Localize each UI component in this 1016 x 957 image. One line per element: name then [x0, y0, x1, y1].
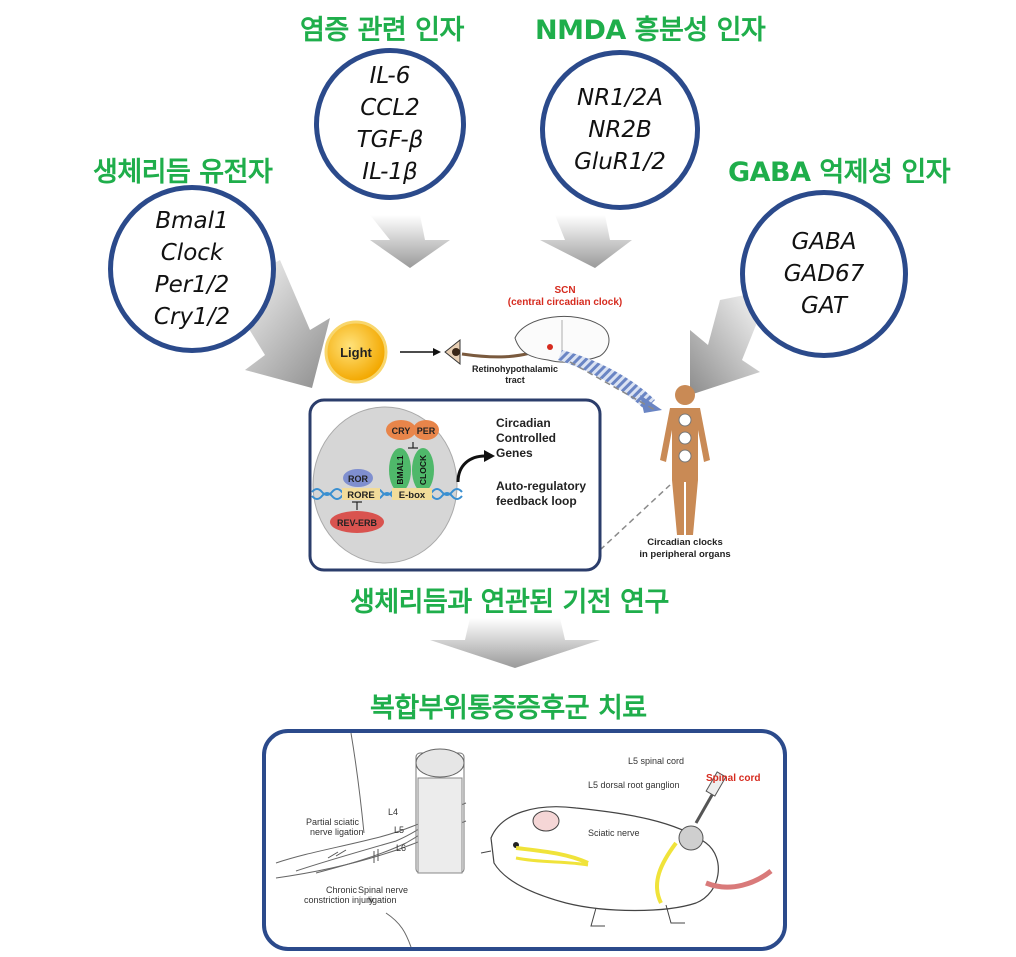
chronic-line1: Chronic: [326, 885, 358, 895]
spinal-cord-label: Spinal cord: [706, 773, 760, 784]
l5-label: L5: [394, 825, 404, 835]
per-label: PER: [417, 426, 436, 436]
arrow-nmda: [540, 215, 632, 268]
animal-model-figure: Partial sciatic nerve ligation Chronic c…: [275, 733, 773, 947]
treatment-model-box: Partial sciatic nerve ligation Chronic c…: [262, 729, 787, 951]
light-label: Light: [340, 345, 372, 360]
partial-ligation-line1: Partial sciatic: [306, 817, 360, 827]
circadian-gene: Clock: [160, 240, 224, 266]
circle-circadian-genes: Bmal1 Clock Per1/2 Cry1/2: [108, 185, 276, 353]
peripheral-label-line2: in peripheral organs: [639, 549, 730, 560]
l5-spinal-cord-label: L5 spinal cord: [628, 756, 684, 766]
circle-gaba: GABA GAD67 GAT: [740, 190, 908, 358]
arrow-gaba: [690, 290, 770, 395]
cry-label: CRY: [392, 426, 411, 436]
rat-icon: [480, 771, 773, 927]
l5-drg-label: L5 dorsal root ganglion: [588, 780, 680, 790]
gaba-factor: GAT: [801, 293, 847, 319]
gaba-factor: GAD67: [783, 261, 865, 287]
spinal-ligation-line2: ligation: [368, 895, 397, 905]
ebox-label: E-box: [399, 490, 426, 501]
gaba-factor: GABA: [791, 229, 857, 255]
heading-mechanism: 생체리듬과 연관된 기전 연구: [350, 587, 669, 618]
heading-circadian-genes: 생체리듬 유전자: [93, 157, 273, 188]
l6-label: L6: [396, 843, 406, 853]
human-body-icon: [660, 385, 710, 535]
ror-label: ROR: [348, 474, 369, 484]
reverb-label: REV-ERB: [337, 518, 378, 528]
peripheral-label-line1: Circadian clocks: [647, 537, 723, 548]
chronic-line2: constriction injury: [304, 895, 374, 905]
arrow-down: [430, 618, 600, 668]
circadian-gene: Bmal1: [155, 208, 229, 234]
circle-nmda: NR1/2A NR2B GluR1/2: [540, 50, 700, 210]
circadian-gene: Per1/2: [154, 272, 230, 298]
ccg-line1: Circadian: [496, 416, 551, 430]
scn-dot: [547, 344, 553, 350]
l4-label: L4: [388, 807, 398, 817]
sciatic-nerve-label: Sciatic nerve: [588, 828, 640, 838]
nmda-factor: GluR1/2: [574, 149, 666, 175]
heading-inflammation: 염증 관련 인자: [300, 15, 464, 46]
scn-signal-beam: [558, 350, 655, 410]
partial-ligation-line2: nerve ligation: [310, 827, 364, 837]
scn-title: SCN: [554, 285, 575, 296]
rore-label: RORE: [347, 490, 374, 501]
circadian-mechanism-figure: Light SCN (central circadian clock) Reti…: [308, 285, 731, 572]
inflammation-factor: TGF-β: [356, 127, 424, 153]
inflammation-factor: IL-6: [369, 63, 411, 89]
sun-icon: [324, 320, 388, 384]
ccg-line3: Genes: [496, 446, 533, 460]
loop-line2: feedback loop: [496, 494, 577, 508]
bmal1-label: BMAL1: [395, 455, 405, 485]
heading-treatment: 복합부위통증증후군 치료: [370, 693, 647, 724]
scn-subtitle: (central circadian clock): [508, 297, 623, 308]
spinal-ligation-line1: Spinal nerve: [358, 885, 408, 895]
arrow-inflammation: [370, 215, 450, 268]
inflammation-factor: IL-1β: [362, 159, 418, 185]
tract-label-line2: tract: [505, 375, 525, 385]
heading-nmda: NMDA 흥분성 인자: [535, 15, 766, 46]
ccg-line2: Controlled: [496, 431, 556, 445]
leg-ligation-schematic: [275, 733, 467, 947]
nmda-factor: NR2B: [588, 117, 652, 143]
loop-line1: Auto-regulatory: [496, 479, 586, 493]
nmda-factor: NR1/2A: [577, 85, 663, 111]
inflammation-factor: CCL2: [360, 95, 420, 121]
circle-inflammation: IL-6 CCL2 TGF-β IL-1β: [314, 48, 466, 200]
tract-label-line1: Retinohypothalamic: [472, 364, 558, 374]
circadian-gene: Cry1/2: [153, 304, 231, 330]
heading-gaba: GABA 억제성 인자: [728, 157, 951, 188]
clock-label: CLOCK: [418, 454, 428, 485]
